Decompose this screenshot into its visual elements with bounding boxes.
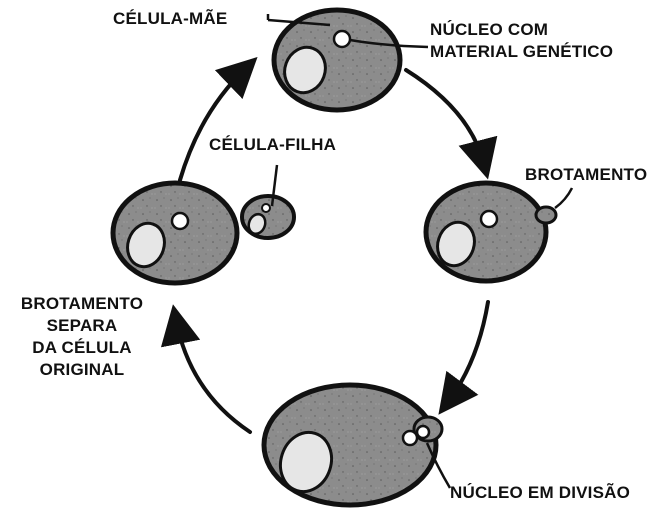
- nucleus-left: [403, 431, 417, 445]
- arrow-bottom-left: [176, 320, 250, 432]
- label-dividing-nucleus: NÚCLEO EM DIVISÃO: [450, 482, 630, 504]
- nucleus-right: [417, 426, 429, 438]
- label-bud-separates: BROTAMENTO SEPARA DA CÉLULA ORIGINAL: [2, 293, 162, 381]
- leader-budding: [555, 188, 572, 208]
- label-budding: BROTAMENTO: [525, 164, 647, 186]
- arrow-right-down: [448, 302, 488, 402]
- daughter-cell: [242, 196, 294, 238]
- arrow-top-right: [406, 70, 484, 164]
- label-separation-line-2: SEPARA: [2, 315, 162, 337]
- label-mother-cell: CÉLULA-MÃE: [113, 8, 227, 30]
- label-daughter-cell: CÉLULA-FILHA: [209, 134, 336, 156]
- nucleus: [172, 213, 188, 229]
- nucleus: [334, 31, 350, 47]
- bud: [536, 207, 556, 223]
- arrow-left-up: [180, 68, 246, 180]
- nucleus: [481, 211, 497, 227]
- nucleus: [262, 204, 270, 212]
- mother-cell: [274, 10, 400, 110]
- budding-cell: [426, 183, 556, 281]
- label-separation-line-1: BROTAMENTO: [2, 293, 162, 315]
- label-nucleus-line-1: NÚCLEO COM: [430, 19, 613, 41]
- label-nucleus-line-2: MATERIAL GENÉTICO: [430, 41, 613, 63]
- separated-mother-cell: [113, 183, 237, 283]
- dividing-cell: [264, 385, 442, 505]
- label-nucleus-with-genetic-material: NÚCLEO COM MATERIAL GENÉTICO: [430, 19, 613, 63]
- label-separation-line-4: ORIGINAL: [2, 359, 162, 381]
- label-separation-line-3: DA CÉLULA: [2, 337, 162, 359]
